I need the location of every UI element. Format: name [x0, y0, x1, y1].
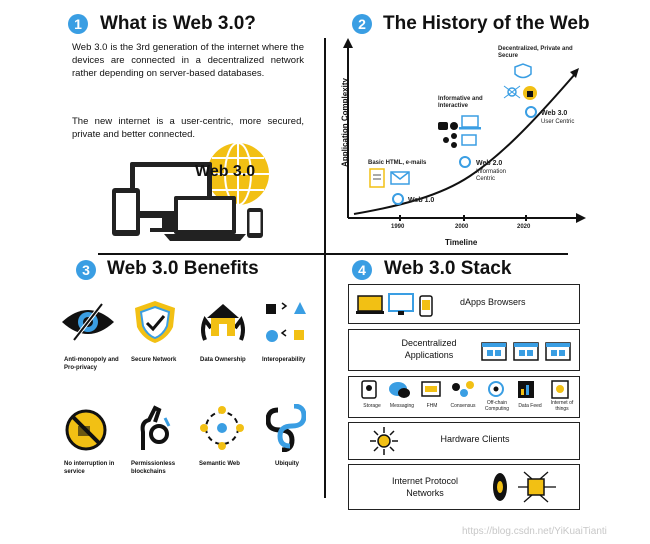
- vertical-divider: [324, 38, 326, 498]
- point-label-web2: Web 2.0: [476, 160, 503, 167]
- eye-slash-icon: [62, 302, 114, 342]
- network-small-icon: [503, 85, 521, 99]
- ok-hand-icon: [140, 405, 171, 450]
- x-tick-2020: 2020: [517, 224, 531, 230]
- growth-curve: [353, 73, 576, 215]
- stack-label-dapps-browsers: dApps Browsers: [460, 297, 526, 307]
- caption-web2: Informative and Interactive: [438, 96, 483, 109]
- stack-layer-decentralized-apps: [348, 329, 580, 371]
- shield-small-icon: [514, 63, 532, 79]
- service-fhm: FHM: [426, 403, 438, 409]
- caption-web3: Decentralized, Private and Secure: [498, 46, 573, 59]
- x-tick-2000: 2000: [455, 224, 469, 230]
- stack-label-decentralized-apps: Decentralized Applications: [401, 338, 457, 360]
- point-web3: [525, 106, 537, 118]
- service-storage: Storage: [363, 403, 381, 409]
- y-axis-arrow: [343, 38, 353, 48]
- benefit-label-permissionless: Permissionless blockchains: [131, 461, 176, 475]
- watermark: https://blog.csdn.net/YiKuaiTianti: [462, 526, 607, 537]
- caption-web1: Basic HTML, e-mails: [368, 160, 427, 166]
- protocol-icon: [493, 471, 556, 503]
- web3-summary: The new internet is a user-centric, more…: [72, 116, 304, 140]
- shapes-icon: [266, 302, 306, 342]
- web3-graphic-label: Web 3.0: [195, 163, 256, 180]
- no-entry-icon: [65, 409, 107, 451]
- storage-icon: [361, 380, 377, 399]
- x-axis-arrow: [576, 213, 586, 223]
- lock-small-icon: [523, 86, 537, 100]
- section-number-2: 2: [352, 14, 372, 34]
- service-iot: Internet of things: [550, 400, 574, 412]
- point-label-web3: Web 3.0: [541, 110, 568, 117]
- messaging-icon: [389, 382, 410, 398]
- mail-icon: [390, 171, 410, 185]
- section-number-3: 3: [76, 260, 96, 280]
- point-web2: [459, 156, 471, 168]
- section-number-1: 1: [68, 14, 88, 34]
- history-chart: [343, 38, 586, 223]
- benefit-label-anti-monopoly: Anti-monopoly and Pro-privacy: [64, 357, 119, 371]
- sublabel-web3: User Centric: [541, 119, 575, 125]
- service-offchain: Off-chain Computing: [484, 400, 510, 412]
- benefit-label-interoperability: Interoperability: [262, 357, 306, 363]
- stack-label-hardware-clients: Hardware Clients: [440, 434, 510, 444]
- curve-arrow: [570, 68, 579, 78]
- section-title-benefits: Web 3.0 Benefits: [107, 258, 259, 279]
- html-doc-icon: [369, 168, 385, 188]
- tablet-icon: [112, 188, 140, 236]
- benefit-label-data-ownership: Data Ownership: [200, 357, 246, 363]
- data-feed-icon: [518, 381, 534, 398]
- web3-definition: Web 3.0 is the 3rd generation of the int…: [72, 42, 304, 79]
- chip-sun-icon: [370, 427, 398, 455]
- youtube-icon: [438, 122, 448, 130]
- iot-icon: [551, 380, 569, 399]
- section-title-stack: Web 3.0 Stack: [384, 258, 512, 279]
- phone-icon: [247, 208, 263, 238]
- benefit-label-semantic-web: Semantic Web: [199, 461, 240, 467]
- laptop-small-icon: [459, 115, 481, 130]
- network-icon: [200, 406, 244, 450]
- x-tick-1990: 1990: [391, 224, 405, 230]
- benefit-label-no-interruption: No interruption in service: [64, 461, 115, 475]
- devices-illustration: [112, 142, 269, 241]
- home-hands-icon: [201, 304, 245, 341]
- horizontal-divider: [98, 253, 568, 255]
- share-icon: [443, 133, 457, 148]
- monitor-small-icon: [461, 134, 477, 146]
- consensus-icon: [452, 381, 474, 397]
- point-web1: [392, 193, 404, 205]
- stack-label-internet-protocol: Internet Protocol Networks: [391, 476, 459, 498]
- fhm-icon: [421, 381, 441, 397]
- section-title-history: The History of the Web: [383, 13, 590, 34]
- point-label-web1: Web 1.0: [408, 197, 435, 204]
- sublabel-web2: Information Centric: [476, 169, 507, 182]
- infinity-icon: [266, 404, 306, 452]
- section-number-4: 4: [352, 260, 372, 280]
- y-axis-label: Application Complexity: [340, 78, 350, 167]
- app-windows-icon: [481, 342, 571, 361]
- camera-icon: [450, 122, 458, 130]
- service-consensus: Consensus: [450, 403, 476, 409]
- stack-layer-dapps-browsers: [348, 284, 580, 324]
- benefit-label-secure-network: Secure Network: [131, 357, 177, 363]
- globe-icon: [207, 142, 269, 206]
- section-title-what-is-web3: What is Web 3.0?: [100, 13, 256, 34]
- x-axis-label: Timeline: [445, 238, 478, 247]
- browser-devices-icon: [356, 293, 433, 317]
- services-icons: [361, 380, 569, 399]
- offchain-computing-icon: [488, 381, 504, 397]
- laptop-icon: [164, 196, 246, 241]
- benefit-label-ubiquity: Ubiquity: [275, 461, 299, 467]
- service-data-feed: Data Feed: [518, 403, 542, 409]
- service-messaging: Messaging: [389, 403, 415, 409]
- shield-check-icon: [135, 301, 175, 343]
